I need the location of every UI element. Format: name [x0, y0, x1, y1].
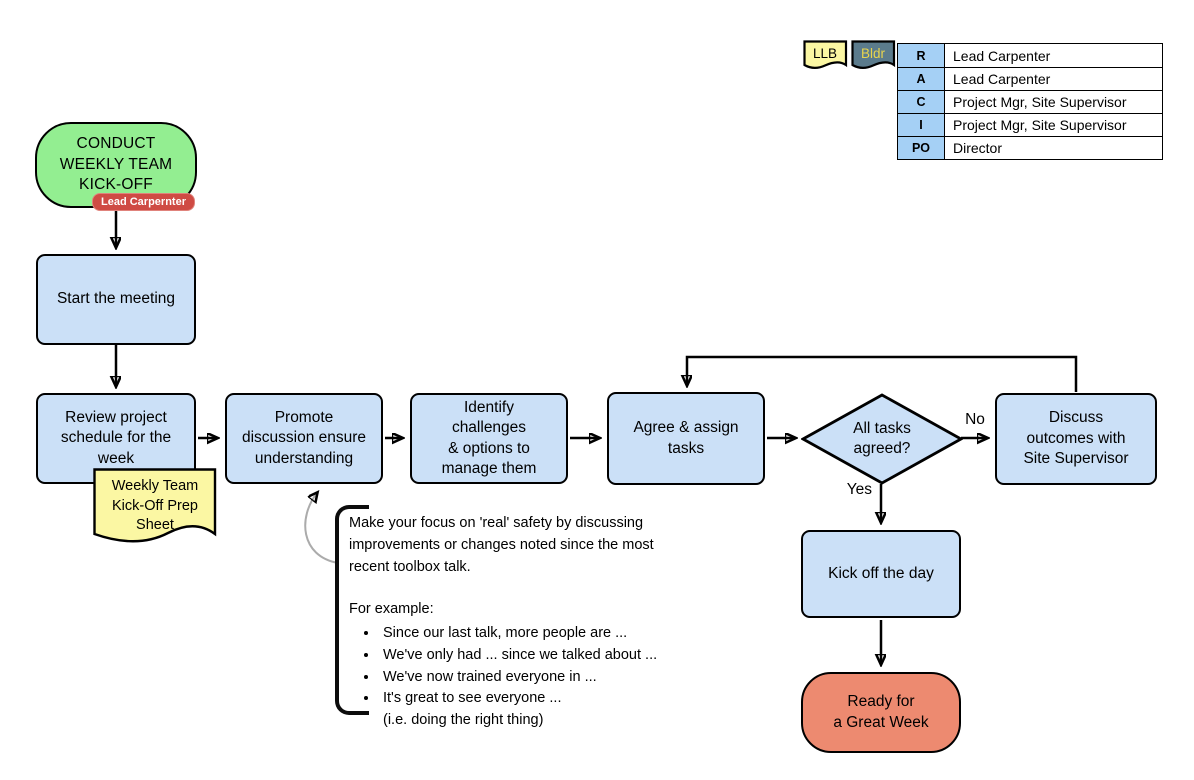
process-review-schedule-label: Review project schedule for the week: [60, 408, 172, 467]
tag-llb-label: LLB: [813, 46, 837, 61]
note-bullet: It's great to see everyone ... (i.e. doin…: [379, 688, 691, 732]
document-label: Weekly Team Kick-Off Prep Sheet: [111, 478, 199, 534]
process-promote-discussion-label: Promote discussion ensure understanding: [241, 408, 367, 467]
note-bullet: We've now trained everyone in ...: [379, 667, 691, 689]
start-node-label: CONDUCT WEEKLY TEAM KICK-OFF: [59, 135, 173, 194]
note-bullet-list: Since our last talk, more people are ...…: [349, 623, 691, 732]
process-promote-discussion: Promote discussion ensure understanding: [225, 393, 383, 484]
raci-key: C: [898, 91, 945, 113]
raci-value: Lead Carpenter: [953, 71, 1051, 87]
raci-row: I Project Mgr, Site Supervisor: [898, 113, 1162, 136]
end-node-label: Ready for a Great Week: [833, 693, 929, 731]
raci-key: A: [898, 68, 945, 90]
process-identify-challenges: Identify challenges & options to manage …: [410, 393, 568, 484]
raci-value: Director: [953, 140, 1003, 156]
process-start-meeting-label: Start the meeting: [56, 290, 176, 308]
document-shape: [93, 468, 217, 543]
raci-key: I: [898, 114, 945, 136]
decision-all-tasks-agreed: All tasks agreed?: [801, 392, 963, 486]
raci-row: PO Director: [898, 136, 1162, 159]
process-start-meeting: Start the meeting: [36, 254, 196, 345]
raci-key: PO: [898, 137, 945, 159]
process-agree-assign: Agree & assign tasks: [607, 392, 765, 485]
note-paragraph: Make your focus on 'real' safety by disc…: [349, 515, 654, 575]
raci-value: Lead Carpenter: [953, 47, 1051, 64]
process-identify-challenges-label: Identify challenges & options to manage …: [441, 398, 537, 477]
edge-note-to-promote: [304, 493, 339, 564]
edge-discuss-loop-to-agree: [687, 355, 1078, 392]
note-example-heading: For example:: [349, 601, 434, 618]
process-kick-off-day: Kick off the day: [801, 530, 961, 618]
tag-llb: LLB: [803, 40, 848, 69]
tag-bldr: Bldr: [851, 40, 896, 69]
raci-table: R Lead Carpenter A Lead Carpenter C Proj…: [897, 43, 1163, 160]
edge-label-yes: Yes: [846, 481, 872, 498]
raci-row: C Project Mgr, Site Supervisor: [898, 90, 1162, 113]
raci-value: Project Mgr, Site Supervisor: [953, 94, 1127, 110]
role-badge: Lead Carpernter: [92, 193, 195, 211]
note-bullet: Since our last talk, more people are ...: [379, 623, 691, 645]
note-bullet-text: It's great to see everyone ...: [383, 690, 562, 707]
diamond-shape: [801, 393, 963, 485]
note-body: Make your focus on 'real' safety by disc…: [349, 513, 691, 732]
process-agree-assign-label: Agree & assign tasks: [633, 419, 739, 457]
note-bullet: We've only had ... since we talked about…: [379, 645, 691, 667]
raci-value: Project Mgr, Site Supervisor: [953, 117, 1127, 133]
edge-label-no: No: [965, 411, 985, 428]
process-kick-off-day-label: Kick off the day: [828, 564, 934, 582]
process-discuss-outcomes-label: Discuss outcomes with Site Supervisor: [1023, 409, 1129, 468]
raci-row: A Lead Carpenter: [898, 67, 1162, 90]
raci-row: R Lead Carpenter: [898, 44, 1162, 67]
process-discuss-outcomes: Discuss outcomes with Site Supervisor: [995, 393, 1157, 485]
decision-label: All tasks agreed?: [853, 419, 911, 457]
tag-bldr-label: Bldr: [861, 46, 886, 61]
note-bullet-continuation: (i.e. doing the right thing): [383, 712, 544, 728]
note-bracket: [335, 505, 369, 715]
raci-key: R: [898, 44, 945, 67]
end-node: Ready for a Great Week: [801, 672, 961, 753]
